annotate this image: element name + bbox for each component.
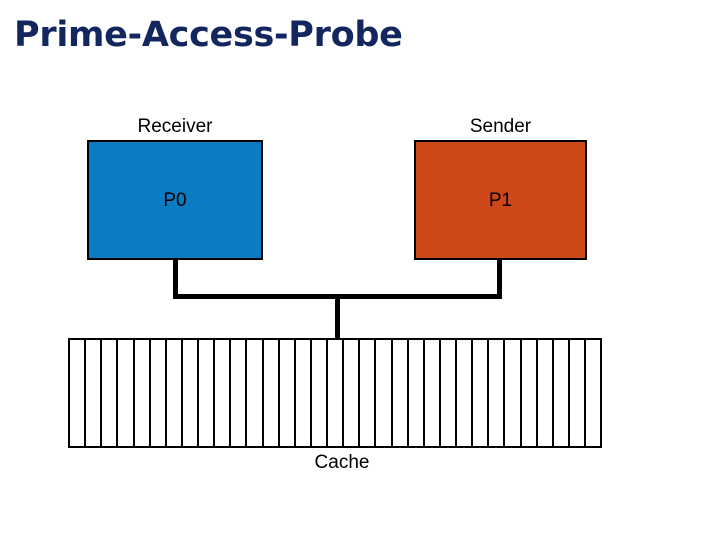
cache-cell[interactable] [586, 340, 600, 446]
cache-cell[interactable] [151, 340, 167, 446]
cache-cell[interactable] [457, 340, 474, 446]
connector-receiver-drop [173, 259, 178, 299]
cache-cell[interactable] [215, 340, 232, 446]
cache-cell[interactable] [554, 340, 570, 446]
cache-cell[interactable] [409, 340, 425, 446]
cache-bar[interactable] [68, 338, 602, 448]
connector-cache-drop [335, 294, 340, 339]
cache-cell[interactable] [328, 340, 345, 446]
cache-cell[interactable] [135, 340, 151, 446]
cache-cell[interactable] [296, 340, 312, 446]
cache-cell[interactable] [489, 340, 506, 446]
connector-sender-drop [497, 259, 502, 299]
cache-cell[interactable] [183, 340, 199, 446]
cache-cell[interactable] [118, 340, 135, 446]
cache-cell[interactable] [231, 340, 248, 446]
cache-cell[interactable] [393, 340, 409, 446]
process-label-p1: P1 [488, 190, 513, 211]
process-label-p0: P0 [163, 190, 187, 211]
cache-cell[interactable] [167, 340, 183, 446]
cache-cell[interactable] [441, 340, 457, 446]
page-title: Prime-Access-Probe [14, 15, 403, 55]
cache-cell[interactable] [70, 340, 87, 446]
cache-cell[interactable] [344, 340, 361, 446]
process-box-receiver[interactable]: P0 [87, 140, 263, 260]
cache-cell[interactable] [199, 340, 216, 446]
cache-cell[interactable] [86, 340, 103, 446]
cache-cell[interactable] [360, 340, 377, 446]
cache-cell[interactable] [376, 340, 393, 446]
cache-label: Cache [314, 452, 370, 473]
cache-cell[interactable] [102, 340, 119, 446]
cache-cell[interactable] [505, 340, 522, 446]
cache-cell[interactable] [522, 340, 538, 446]
cache-cell[interactable] [264, 340, 280, 446]
cache-cell[interactable] [473, 340, 490, 446]
cache-cell[interactable] [247, 340, 264, 446]
cache-cell[interactable] [570, 340, 586, 446]
sender-caption: Sender [469, 116, 532, 137]
cache-cell[interactable] [425, 340, 441, 446]
receiver-caption: Receiver [137, 116, 213, 137]
cache-cell[interactable] [280, 340, 296, 446]
cache-cell[interactable] [538, 340, 554, 446]
process-box-sender[interactable]: P1 [414, 140, 587, 260]
cache-cell[interactable] [312, 340, 328, 446]
